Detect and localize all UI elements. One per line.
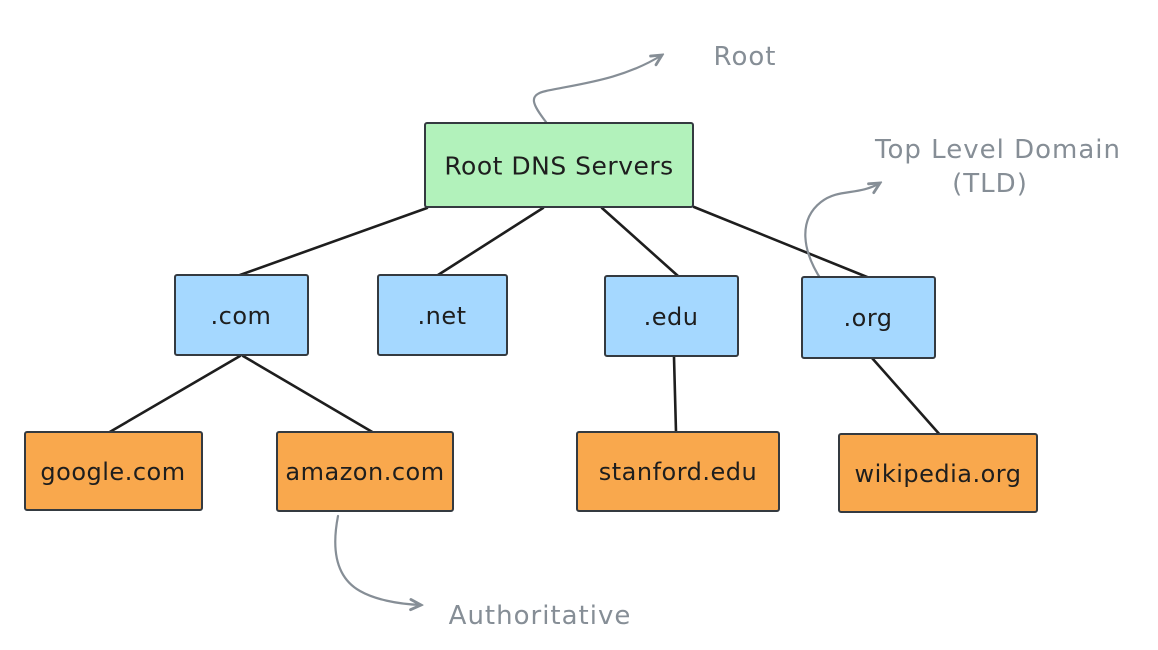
node-edu-label: .edu xyxy=(644,303,699,331)
edge-root-net xyxy=(436,206,545,277)
node-root-box xyxy=(424,122,694,208)
authoritative-annotation-label: Authoritative xyxy=(449,601,632,631)
node-wikipedia-label: wikipedia.org xyxy=(855,460,1022,488)
tld-annotation-label-line2: (TLD) xyxy=(952,169,1028,199)
node-edu-box xyxy=(604,275,739,357)
annotation-arrows xyxy=(334,55,880,605)
node-com: .com xyxy=(174,274,309,356)
edge-edu-stanford xyxy=(672,355,678,434)
node-amazon-com: amazon.com xyxy=(276,431,454,512)
node-google-label: google.com xyxy=(40,458,185,486)
node-stanford-label: stanford.edu xyxy=(599,458,757,486)
node-org-box xyxy=(801,276,936,359)
node-google-box xyxy=(24,431,203,511)
tld-annotation-arrow xyxy=(804,183,880,283)
node-stanford-box xyxy=(576,431,780,512)
edge-root-com xyxy=(238,206,429,277)
node-org-label: .org xyxy=(844,304,893,332)
node-edu: .edu xyxy=(604,275,739,357)
edge-com-amazon xyxy=(241,354,376,435)
node-stanford-edu: stanford.edu xyxy=(576,431,780,512)
node-wikipedia-box xyxy=(838,433,1038,513)
node-org: .org xyxy=(801,276,936,359)
node-com-box xyxy=(174,274,309,356)
node-net-label: .net xyxy=(417,302,466,330)
edge-org-wikipedia xyxy=(870,356,943,438)
annotation-labels: Root Top Level Domain (TLD) Authoritativ… xyxy=(449,42,1121,631)
node-root-label: Root DNS Servers xyxy=(444,152,673,181)
node-net: .net xyxy=(377,274,508,356)
node-amazon-box xyxy=(276,431,454,512)
node-wikipedia-org: wikipedia.org xyxy=(838,433,1038,513)
tree-edges xyxy=(106,205,943,438)
edge-root-org xyxy=(692,205,874,281)
node-amazon-label: amazon.com xyxy=(285,458,444,486)
tld-annotation-label-line1: Top Level Domain xyxy=(874,135,1121,165)
edge-com-google xyxy=(106,354,242,435)
node-com-label: .com xyxy=(211,302,272,330)
root-annotation-arrow xyxy=(532,55,662,124)
node-net-box xyxy=(377,274,508,356)
root-annotation-label: Root xyxy=(714,42,777,72)
authoritative-annotation-arrow xyxy=(334,514,421,605)
node-root-dns-servers: Root DNS Servers xyxy=(424,122,694,208)
node-google-com: google.com xyxy=(24,431,203,511)
edge-root-edu xyxy=(600,206,680,278)
